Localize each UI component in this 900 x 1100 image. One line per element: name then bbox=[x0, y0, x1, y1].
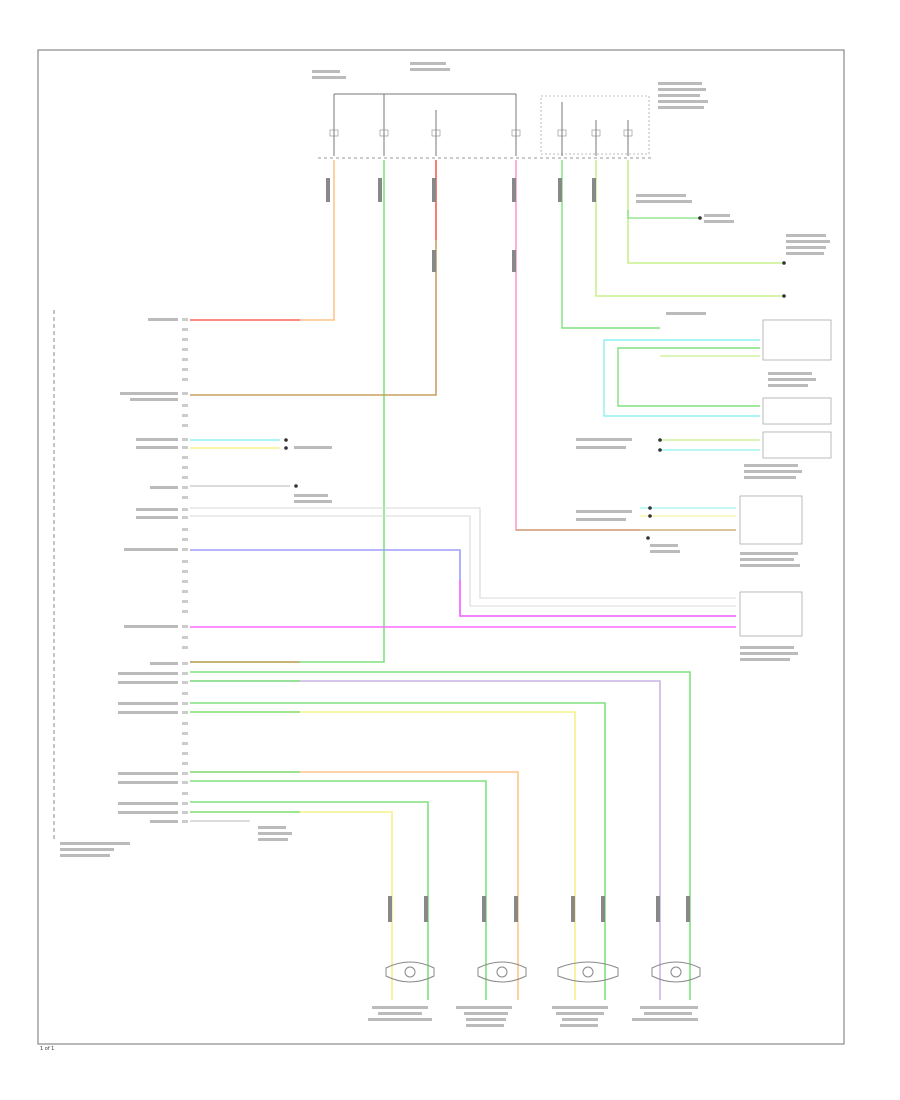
wire-gray-bus-2 bbox=[190, 515, 736, 607]
wire-rr-signal-hi bbox=[190, 671, 691, 1000]
wire-gray-bus-1 bbox=[190, 507, 736, 599]
wire-lr-supply bbox=[190, 801, 429, 1000]
wire-rr-signal-lo bbox=[190, 680, 661, 1000]
abs-module bbox=[53, 310, 188, 857]
wire-fused-ignition-2 bbox=[515, 160, 640, 531]
wire-fused-ignition bbox=[190, 160, 437, 396]
wire-lf-supply bbox=[190, 702, 606, 1000]
wire-fused-b-plus-2 bbox=[190, 160, 385, 663]
wire-fuse-7 bbox=[627, 160, 782, 264]
diagram-frame bbox=[37, 49, 845, 1045]
wire-rf-signal-lo bbox=[190, 780, 487, 1000]
page-number: 1 of 1 bbox=[40, 1046, 55, 1052]
wire-fuse-6 bbox=[595, 160, 782, 297]
brake-lamp-switch-wiring bbox=[603, 319, 832, 459]
wire-rf-signal-hi bbox=[190, 771, 519, 1000]
splice-dot-icon bbox=[284, 216, 786, 540]
wire-brake-switch-feed bbox=[561, 160, 660, 329]
wire-lr-signal bbox=[190, 811, 393, 1000]
power-distribution-block bbox=[312, 62, 708, 159]
wire-fused-b-plus-1 bbox=[190, 160, 335, 321]
steering-angle-sensor-box bbox=[640, 495, 803, 637]
wheel-speed-sensor-icon bbox=[385, 961, 701, 983]
